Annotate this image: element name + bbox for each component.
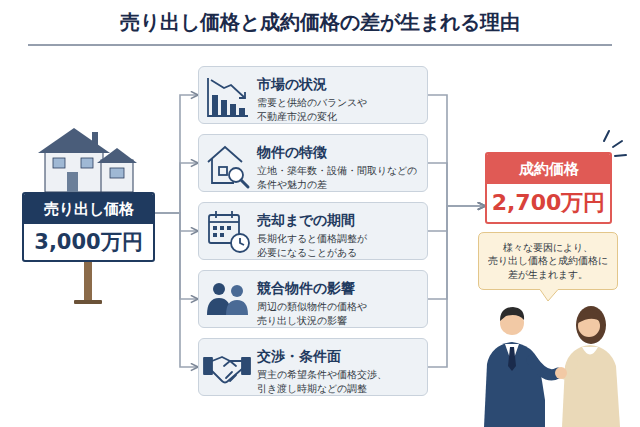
factor-text: 長期化すると価格調整が 必要になることがある [257, 232, 421, 260]
flow-connector [155, 163, 198, 213]
factor-text: 買主の希望条件や価格交渉、 引き渡し時期などの調整 [257, 368, 421, 396]
house-wing [101, 160, 133, 192]
woman-arm [564, 362, 573, 375]
house-roof [38, 128, 110, 153]
flow-connector [428, 206, 485, 299]
man-suit [484, 342, 545, 427]
house-wall [45, 150, 103, 192]
factor-box: 交渉・条件面買主の希望条件や価格交渉、 引き渡し時期などの調整 [198, 338, 428, 396]
man-hair [500, 307, 524, 321]
factor-box: 市場の状況需要と供給のバランスや 不動産市況の変化 [198, 66, 428, 124]
flow-connector [155, 95, 198, 213]
house-illustration [38, 128, 137, 192]
bubble-shape [479, 233, 618, 302]
factor-heading: 売却までの期間 [257, 211, 421, 229]
price-box: 成約価格2,700万円 [485, 152, 612, 224]
bubble-text: 様々な要因により、 売り出し価格と成約価格に 差が生まれます。 [478, 232, 618, 290]
flow-connector [428, 163, 485, 206]
factor-heading: 交渉・条件面 [257, 347, 421, 365]
window [81, 158, 93, 168]
accent-mark [613, 141, 622, 147]
flow-connector [428, 95, 485, 206]
accent-mark [604, 131, 609, 141]
price-value: 2,700万円 [487, 184, 610, 222]
accent-mark [615, 155, 626, 156]
pole-base [74, 300, 102, 304]
price-label: 成約価格 [487, 154, 610, 184]
price-value: 3,000万円 [24, 224, 153, 260]
sign-board: 売り出し価格3,000万円 [22, 192, 155, 262]
factor-box: 売却までの期間長期化すると価格調整が 必要になることがある [198, 202, 428, 260]
woman-bangs [578, 310, 601, 323]
man-tie [508, 347, 516, 371]
title-rule [28, 45, 612, 46]
speech-bubble: 様々な要因により、 売り出し価格と成約価格に 差が生まれます。 [478, 232, 618, 290]
shaking-hands [555, 367, 567, 379]
factor-heading: 物件の特徴 [257, 143, 421, 161]
factor-text: 需要と供給のバランスや 不動産市況の変化 [257, 96, 421, 124]
flow-connector [155, 213, 198, 367]
man-arm [532, 360, 558, 375]
flow-connector [428, 206, 485, 231]
factor-text: 立地・築年数・設備・間取りなどの 条件や魅力の差 [257, 164, 421, 192]
flow-connector [155, 213, 198, 299]
chimney [92, 132, 98, 146]
woman-hair [576, 306, 606, 344]
man-head [500, 311, 524, 335]
woman-cardigan [562, 345, 620, 427]
window [110, 168, 124, 178]
price-label: 売り出し価格 [24, 194, 153, 224]
woman-top [582, 347, 598, 355]
flow-connector [155, 213, 198, 231]
diagram-title: 売り出し価格と成約価格の差が生まれる理由 [0, 9, 640, 36]
wing-roof [97, 148, 137, 163]
flow-connector [428, 206, 485, 367]
factor-box: 競合物件の影響周辺の類似物件の価格や 売り出し状況の影響 [198, 270, 428, 328]
man-shirt [505, 344, 519, 364]
handshake-people [484, 306, 620, 427]
factor-box: 物件の特徴立地・築年数・設備・間取りなどの 条件や魅力の差 [198, 134, 428, 192]
factor-heading: 市場の状況 [257, 75, 421, 93]
factor-heading: 競合物件の影響 [257, 279, 421, 297]
house-door [67, 172, 78, 192]
woman-head [578, 315, 600, 337]
factor-text: 周辺の類似物件の価格や 売り出し状況の影響 [257, 300, 421, 328]
window [53, 158, 65, 168]
sign-pole [84, 262, 92, 302]
